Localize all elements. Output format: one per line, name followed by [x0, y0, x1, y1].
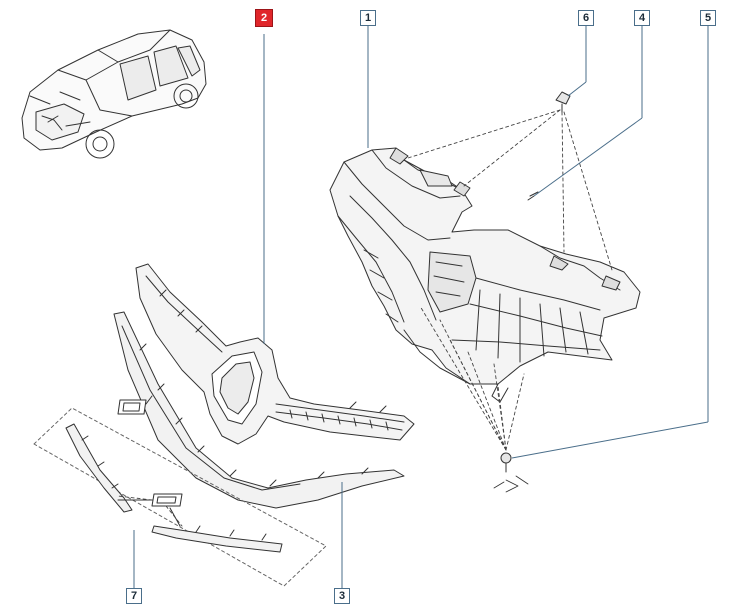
- grille-surround: [135, 263, 415, 445]
- callout-5[interactable]: 5: [700, 10, 716, 26]
- callout-6[interactable]: 6: [578, 10, 594, 26]
- trim-kit-group: [33, 407, 327, 587]
- callout-3[interactable]: 3: [334, 588, 350, 604]
- clip-inset: [117, 395, 153, 415]
- callout-2[interactable]: 2: [255, 9, 273, 27]
- grille-bracket-assembly: [329, 147, 641, 403]
- callout-1[interactable]: 1: [360, 10, 376, 26]
- callout-4[interactable]: 4: [634, 10, 650, 26]
- screw-fastener: [493, 452, 529, 493]
- callout-leaders: [133, 26, 709, 588]
- callout-7[interactable]: 7: [126, 588, 142, 604]
- clip-fastener: [555, 91, 571, 113]
- vehicle-thumbnail: [21, 29, 207, 159]
- small-bolt: [527, 191, 539, 201]
- assembly-lines: [117, 109, 613, 527]
